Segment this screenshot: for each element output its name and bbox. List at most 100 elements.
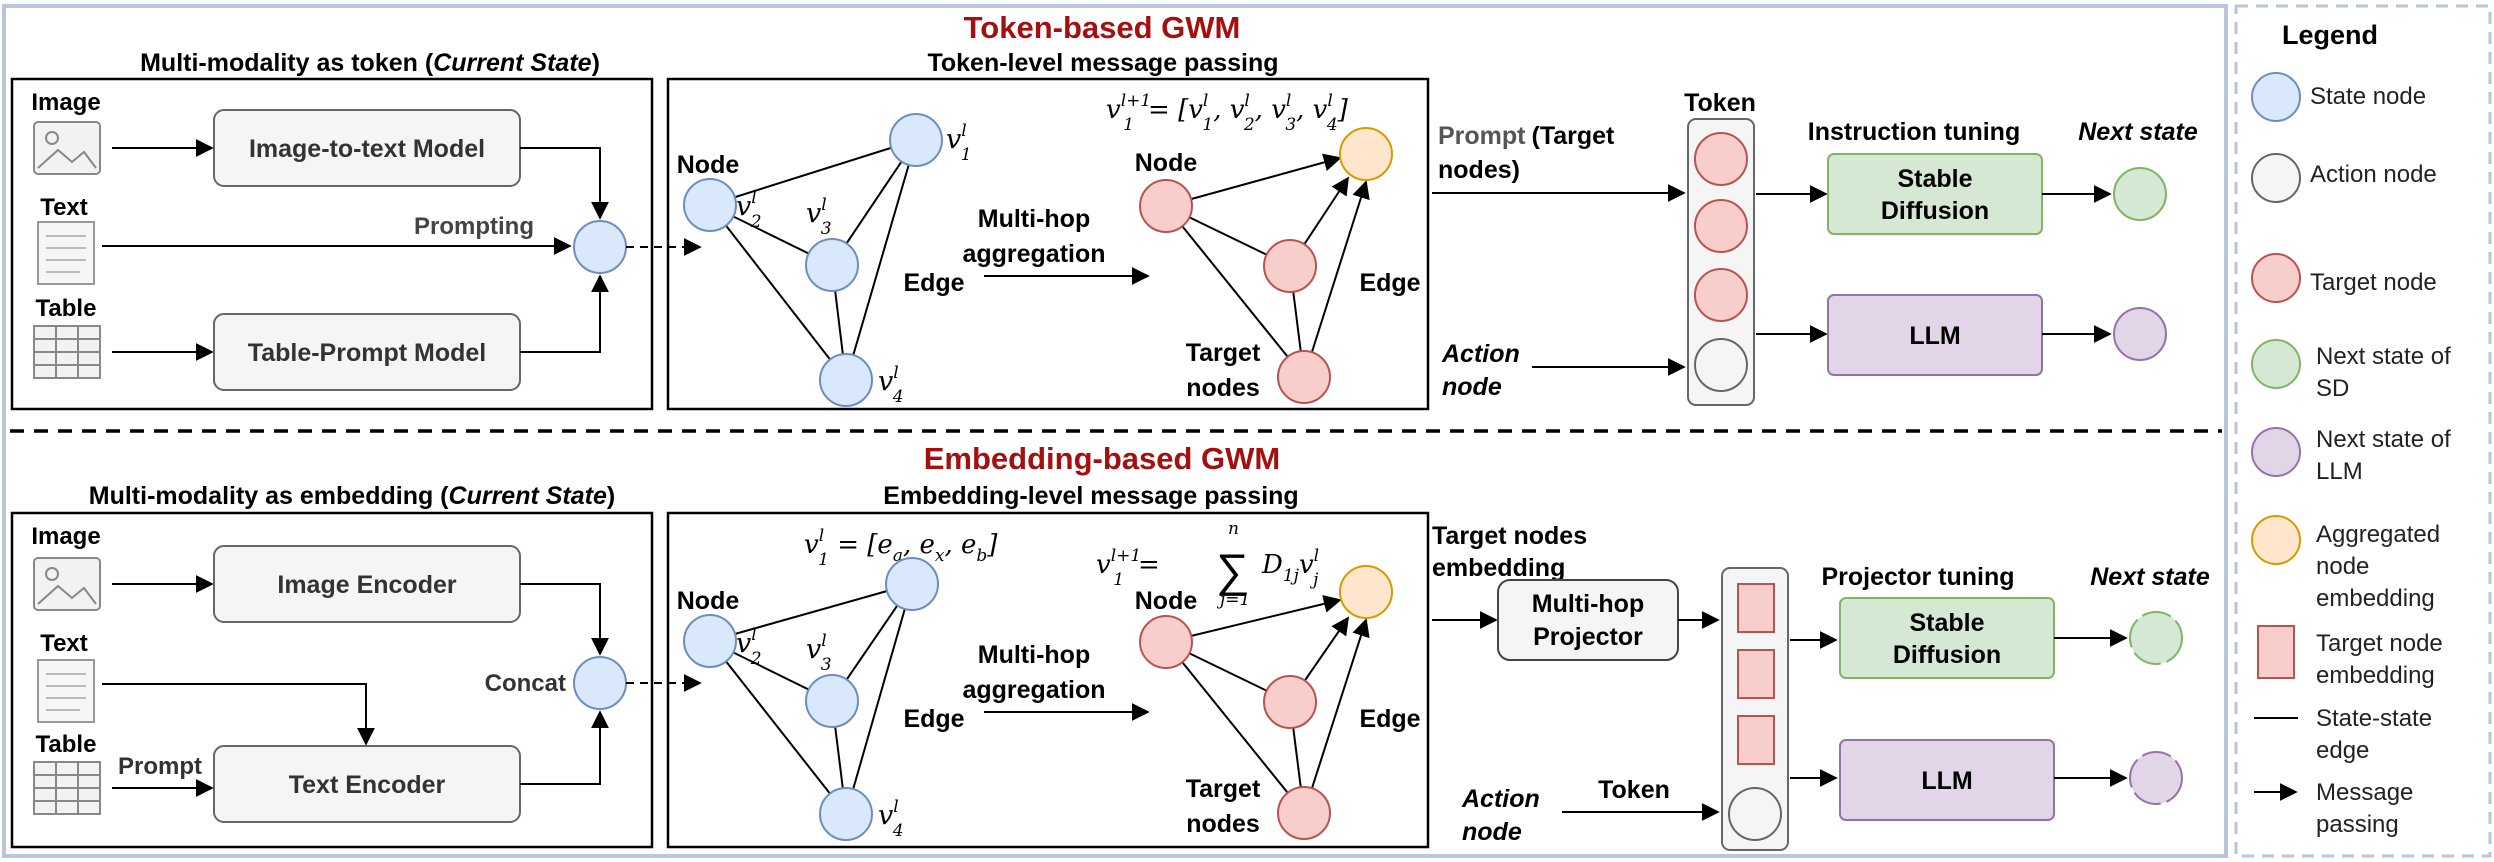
bottom-target-embedding-1	[1737, 583, 1775, 633]
top-token-target-1	[1694, 132, 1748, 186]
top-node-label: Node	[677, 151, 740, 179]
bottom-left-header: Multi-modality as embedding (Current Sta…	[89, 482, 615, 510]
bottom-input-text-label: Text	[40, 630, 88, 657]
top-token-target-2	[1694, 199, 1748, 253]
top-graph-box	[666, 77, 1430, 411]
svg-text:vl3: vl3	[806, 195, 832, 239]
bottom-sd-label-1: Stable	[1909, 609, 1984, 637]
main-panel-border	[2, 4, 2228, 858]
top-sd-label-2: Diffusion	[1881, 197, 1989, 225]
bottom-graph-right	[1139, 565, 1393, 840]
svg-text:n: n	[1228, 519, 1239, 539]
top-input-box	[10, 77, 654, 411]
top-sd-label-1: Stable	[1897, 165, 1972, 193]
bottom-sd-label-2: Diffusion	[1893, 641, 2001, 669]
bottom-llm-label: LLM	[1921, 767, 1972, 795]
edge-model1-to-prompt	[520, 147, 609, 220]
bottom-token-column	[1721, 567, 1789, 851]
image-encoder-label: Image Encoder	[277, 571, 456, 599]
document-icon	[37, 221, 95, 285]
bottom-graph-box	[666, 511, 1430, 849]
bottom-tuning-label: Projector tuning	[1821, 563, 2014, 591]
svg-text:∑: ∑	[1216, 544, 1249, 596]
top-graph-right	[1139, 127, 1393, 404]
legend-next-llm-swatch	[2251, 427, 2301, 477]
bottom-llm-box	[1839, 739, 2055, 821]
top-prompt-state-node	[573, 220, 627, 274]
legend-item-6b: node	[2316, 553, 2369, 580]
legend-item-6c: embedding	[2316, 585, 2435, 612]
bottom-action-label-1: Action	[1461, 785, 1540, 813]
svg-text:vl2: vl2	[736, 188, 762, 232]
table-icon	[33, 325, 101, 379]
legend-state-swatch	[2251, 72, 2301, 122]
top-agg-label-1: Multi-hop	[978, 205, 1090, 233]
projector-label-1: Multi-hop	[1532, 590, 1644, 618]
bottom-embed-label-1: Target nodes	[1432, 522, 1587, 550]
top-input-image-label: Image	[31, 89, 100, 116]
legend-title: Legend	[2282, 20, 2378, 50]
top-edge-label-left: Edge	[903, 269, 964, 297]
legend-item-1: State node	[2310, 83, 2426, 110]
bottom-mid-header: Embedding-level message passing	[883, 482, 1298, 510]
legend-item-4a: Next state of	[2316, 343, 2451, 370]
concat-label: Concat	[485, 670, 566, 697]
bottom-node-label-right: Node	[1135, 587, 1198, 615]
legend-item-9a: Message	[2316, 779, 2413, 806]
top-mid-header: Token-level message passing	[927, 49, 1278, 77]
top-left-header: Multi-modality as token (Current State)	[140, 49, 600, 77]
bottom-next-state-sd	[2129, 611, 2183, 665]
bottom-next-state-label: Next state	[2090, 563, 2210, 591]
bottom-action-label-2: node	[1462, 818, 1522, 846]
bottom-input-table-label: Table	[36, 731, 97, 758]
document-icon	[37, 659, 95, 723]
top-next-state-llm	[2113, 307, 2167, 361]
edge-model2-to-prompt	[520, 274, 609, 353]
bottom-token-action	[1728, 787, 1782, 841]
legend-item-9b: passing	[2316, 811, 2399, 838]
legend-item-5a: Next state of	[2316, 426, 2451, 453]
bottom-agg-label-2: aggregation	[962, 676, 1105, 704]
edge-encoder1-to-concat	[520, 583, 609, 656]
legend-item-2: Action node	[2310, 161, 2437, 188]
legend-item-8b: edge	[2316, 737, 2369, 764]
top-input-text-label: Text	[40, 194, 88, 221]
top-llm-label: LLM	[1909, 322, 1960, 350]
legend-aggregated-swatch	[2251, 515, 2301, 565]
bottom-edge-label-right: Edge	[1359, 705, 1420, 733]
top-token-column	[1687, 118, 1755, 406]
legend-panel-border	[2234, 4, 2492, 858]
legend-item-4b: SD	[2316, 375, 2349, 402]
bottom-node-label: Node	[677, 587, 740, 615]
bottom-agg-label-1: Multi-hop	[978, 641, 1090, 669]
legend-item-8a: State-state	[2316, 705, 2432, 732]
top-target-label-2: nodes	[1186, 374, 1260, 402]
edge-text-to-encoder	[102, 683, 375, 746]
bottom-target-embedding-3	[1737, 715, 1775, 765]
svg-text:j=1: j=1	[1216, 590, 1250, 610]
top-prompt-label-1: Prompt(Target	[1438, 122, 1615, 150]
bottom-title: Embedding-based GWM	[924, 441, 1281, 476]
bottom-edge-label-left: Edge	[903, 705, 964, 733]
top-edge-label-right: Edge	[1359, 269, 1420, 297]
top-token-label: Token	[1684, 89, 1756, 117]
svg-text:vl2: vl2	[736, 625, 762, 669]
top-tuning-label: Instruction tuning	[1808, 118, 2020, 146]
prompting-label: Prompting	[414, 213, 534, 240]
top-token-target-3	[1694, 268, 1748, 322]
text-encoder-label: Text Encoder	[289, 771, 446, 799]
bottom-input-box	[10, 511, 654, 849]
top-action-label-1: Action	[1441, 340, 1520, 368]
bottom-embed-label-2: embedding	[1432, 554, 1565, 582]
image-to-text-model-label: Image-to-text Model	[249, 135, 485, 163]
legend-target-swatch	[2251, 253, 2301, 303]
table-prompt-model-label: Table-Prompt Model	[248, 339, 486, 367]
projector-label-2: Projector	[1533, 623, 1643, 651]
top-node-label-right: Node	[1135, 149, 1198, 177]
bottom-target-label-2: nodes	[1186, 810, 1260, 838]
bottom-next-state-llm	[2129, 751, 2183, 805]
